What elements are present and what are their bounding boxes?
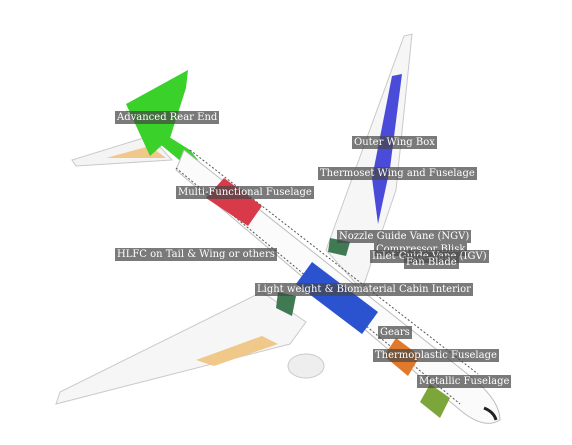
left-wing — [55, 291, 307, 405]
label-fan-blade: Fan Blade — [404, 256, 459, 269]
label-metallic-fuselage: Metallic Fuselage — [417, 375, 512, 388]
cabin-interior-section — [296, 262, 378, 334]
label-multi-functional-fuselage: Multi-Functional Fuselage — [176, 186, 314, 199]
label-outer-wing-box: Outer Wing Box — [352, 136, 437, 149]
label-hlfc: HLFC on Tail & Wing or others — [115, 248, 277, 261]
left-engine-nacelle — [287, 353, 325, 379]
metallic-fuselage-section — [420, 384, 450, 418]
label-thermoplastic-fuselage: Thermoplastic Fuselage — [373, 349, 499, 362]
cockpit-window — [483, 406, 498, 421]
engine-part-left — [276, 292, 296, 316]
label-gears: Gears — [378, 326, 412, 339]
label-cabin-interior: Light weight & Biomaterial Cabin Interio… — [255, 283, 473, 296]
label-nozzle-guide-vane: Nozzle Guide Vane (NGV) — [337, 230, 472, 243]
left-wing-hlfc-area — [196, 336, 278, 366]
label-advanced-rear-end: Advanced Rear End — [115, 111, 220, 124]
label-thermoset-wing-fuselage: Thermoset Wing and Fuselage — [318, 167, 477, 180]
outer-wing-box-area — [372, 74, 402, 224]
